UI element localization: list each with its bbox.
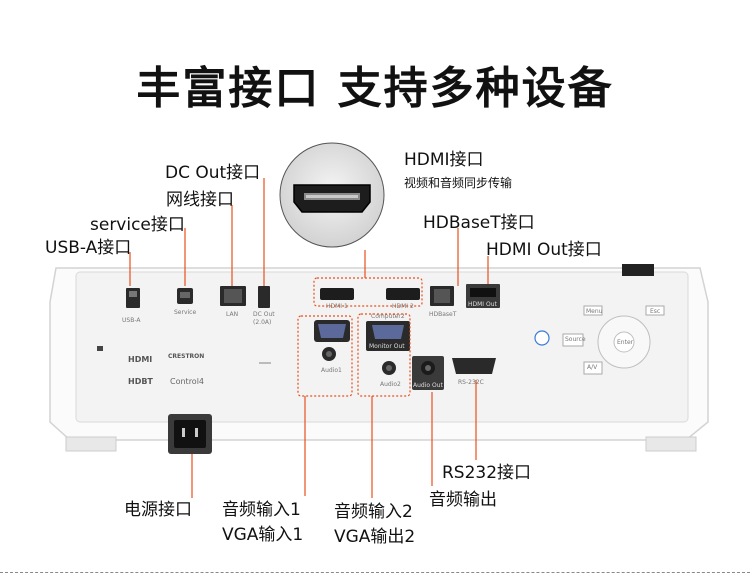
label-rs232: RS232接口 [442,463,532,483]
svg-text:LAN: LAN [226,311,238,318]
svg-text:Computer2: Computer2 [371,313,405,320]
svg-text:Service: Service [174,309,196,316]
label-power: 电源接口 [124,500,192,520]
bottom-divider [0,572,750,573]
label-hdmi-out: HDMI Out接口 [486,240,602,260]
svg-text:Audio1: Audio1 [321,367,342,374]
vga-in1-port [314,320,350,342]
hdmi-1-port: HDMI 1 [320,288,354,310]
hdmi-out-port: HDMI Out [466,284,500,308]
svg-text:HDBaseT: HDBaseT [429,311,457,318]
svg-text:Enter: Enter [617,339,634,346]
control4-logo: Control4 [170,377,204,386]
svg-text:Esc: Esc [650,308,660,315]
label-service: service接口 [90,215,185,235]
usb-a-port: USB-A [122,288,141,324]
svg-text:Menu: Menu [586,308,603,315]
svg-text:Audio Out: Audio Out [413,382,443,389]
audio-out-port: Audio Out [412,356,444,390]
svg-text:Source: Source [565,336,586,343]
label-dc-out: DC Out接口 [165,163,261,183]
svg-text:USB-A: USB-A [122,317,141,324]
hdmi-zoom-callout [279,142,385,248]
lan-port: LAN [220,286,246,318]
dc-out-port: DC Out (2.0A) [253,286,275,326]
svg-text:A/V: A/V [587,364,598,371]
crestron-logo: CRESTRON [168,353,204,360]
hdbaset-port: HDBaseT [429,286,457,318]
label-hdbaset: HDBaseT接口 [423,213,535,233]
svg-text:RS-232C: RS-232C [458,379,484,386]
audio-in2-port: Audio2 [380,361,401,388]
svg-text:(2.0A): (2.0A) [253,319,271,326]
power-inlet [168,414,212,454]
page-title: 丰富接口 支持多种设备 [136,63,614,114]
hdbt-logo: HDBT [128,377,153,386]
label-hdmi: HDMI接口 [404,150,484,170]
service-port: Service [174,288,196,316]
label-vga-out2: VGA输出2 [334,527,416,547]
svg-text:Audio2: Audio2 [380,381,401,388]
rs232c-port: RS-232C [452,358,496,386]
label-hdmi-sub: 视频和音频同步传输 [404,176,513,190]
svg-text:HDMI Out: HDMI Out [468,301,498,308]
label-lan: 网线接口 [166,190,234,210]
label-vga-in1: VGA输入1 [222,525,304,545]
hdmi-logo: HDMI [128,355,152,364]
label-usb-a: USB-A接口 [45,238,132,258]
label-audio-out: 音频输出 [429,490,497,510]
svg-text:Monitor Out: Monitor Out [369,343,405,350]
label-audio-in1: 音频输入1 [222,500,301,520]
svg-text:HDMI 1: HDMI 1 [326,303,348,310]
svg-text:DC Out: DC Out [253,311,275,318]
projector-back-panel: USB-A Service LAN DC Out (2.0A) HDMI 1 H… [49,264,709,454]
label-audio-in2: 音频输入2 [334,502,413,522]
control-panel: Menu Esc Source A/V Enter [534,305,665,375]
vga-out2-port: Computer2 Monitor Out [366,313,410,351]
audio-in1-port: Audio1 [321,347,342,374]
